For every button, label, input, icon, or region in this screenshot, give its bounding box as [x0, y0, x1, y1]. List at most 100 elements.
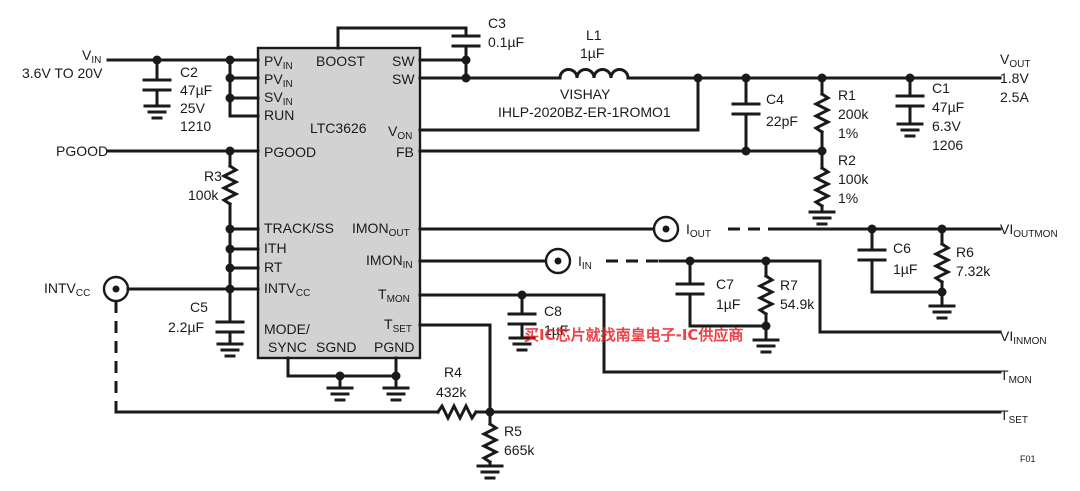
pin-sync: SYNC: [268, 339, 307, 355]
c1-package: 1206: [932, 137, 963, 153]
pin-track-ss: TRACK/SS: [264, 220, 334, 236]
pin-imon-out: IMONOUT: [352, 220, 410, 239]
vioutmon-label: VIOUTMON: [1000, 221, 1058, 240]
r2-ref: R2: [838, 152, 856, 168]
r3-value: 100k: [188, 187, 219, 203]
r3-ref: R3: [204, 168, 222, 184]
pin-von: VON: [388, 123, 412, 142]
resistor-r6: [932, 224, 952, 308]
c7-ref: C7: [716, 276, 734, 292]
tmon-label: TMON: [1000, 367, 1032, 386]
c2-voltage: 25V: [180, 100, 206, 116]
r5-ref: R5: [504, 423, 522, 439]
resistor-r1: [812, 73, 832, 170]
pin-mode: MODE/: [264, 321, 310, 337]
resistor-r7: [756, 256, 776, 342]
l1-value: 1µF: [580, 45, 604, 61]
c2-ref: C2: [180, 64, 198, 80]
ground-c8: [508, 336, 536, 352]
ground-c2: [143, 104, 171, 120]
r4-ref: R4: [444, 364, 462, 380]
tset-net: [418, 323, 1002, 417]
pin-pvin-2: PVIN: [264, 71, 293, 90]
capacitor-c8: [507, 290, 537, 340]
pin-tmon: TMON: [378, 286, 410, 305]
ground-c5: [216, 342, 244, 358]
r1-value: 200k: [838, 106, 869, 122]
c8-ref: C8: [544, 303, 562, 319]
c2-package: 1210: [180, 118, 211, 134]
pin-sgnd: SGND: [316, 339, 356, 355]
pin-rt: RT: [264, 259, 283, 275]
capacitor-c7: [675, 256, 768, 328]
r2-value: 100k: [838, 171, 869, 187]
ground-pgnd: [382, 386, 410, 402]
c4-value: 22pF: [766, 113, 798, 129]
intvcc-label: INTVCC: [44, 280, 90, 299]
ground-c1: [896, 122, 924, 138]
ltc3626-chip: [256, 46, 422, 360]
l1-part: IHLP-2020BZ-ER-1ROMO1: [498, 104, 671, 120]
capacitor-c2: [142, 58, 172, 108]
vin-label: VIN: [82, 47, 101, 66]
pin-fb: FB: [396, 144, 414, 160]
c4-ref: C4: [766, 91, 784, 107]
r4-value: 432k: [436, 384, 467, 400]
ground-r5: [476, 464, 504, 480]
figure-code: F01: [1020, 454, 1036, 464]
r2-tolerance: 1%: [838, 190, 858, 206]
c2-value: 47µF: [180, 82, 212, 98]
vout-label: VOUT: [1000, 51, 1030, 70]
tmon-net: [418, 293, 1002, 374]
vout-voltage: 1.8V: [1000, 70, 1029, 86]
resistor-r5: [480, 410, 500, 468]
ground-r7: [752, 338, 780, 354]
watermark: 买IC芯片就找南皇电子-IC供应商: [524, 326, 743, 344]
r1-tolerance: 1%: [838, 125, 858, 141]
tset-label: TSET: [1000, 407, 1028, 426]
pin-sw-2: SW: [392, 71, 415, 87]
capacitor-c6: [857, 224, 944, 294]
c5-ref: C5: [190, 299, 208, 315]
vin-range: 3.6V TO 20V: [22, 65, 103, 81]
c1-ref: C1: [932, 80, 950, 96]
iin-meter: [544, 247, 572, 275]
ground-r6: [928, 304, 956, 320]
vin-net: [106, 55, 260, 118]
chip-name: LTC3626: [310, 120, 367, 136]
capacitor-c5: [215, 287, 245, 346]
von-net: [418, 73, 703, 132]
pin-svin: SVIN: [264, 89, 293, 108]
c5-value: 2.2µF: [168, 319, 204, 335]
pin-ith: ITH: [264, 240, 287, 256]
capacitor-c4: [731, 73, 761, 156]
r7-ref: R7: [780, 277, 798, 293]
c6-value: 1µF: [893, 261, 917, 277]
pin-intvcc: INTVCC: [264, 280, 310, 299]
c1-value: 47µF: [932, 99, 964, 115]
r7-value: 54.9k: [780, 296, 815, 312]
viinmon-label: VIINMON: [1000, 328, 1047, 347]
pin-sw-1: SW: [392, 53, 415, 69]
pin-pgood: PGOOD: [264, 144, 316, 160]
l1-maker: VISHAY: [560, 86, 611, 102]
vout-current: 2.5A: [1000, 89, 1029, 105]
pgood-label: PGOOD: [56, 143, 108, 159]
r1-ref: R1: [838, 87, 856, 103]
resistor-r2: [812, 165, 832, 214]
r6-value: 7.32k: [956, 263, 991, 279]
c3-value: 0.1µF: [488, 34, 524, 50]
c8-value: 1µF: [544, 322, 568, 338]
intvcc-terminal: [102, 275, 130, 303]
ground-sgnd: [326, 386, 354, 402]
iout-meter: [652, 215, 680, 243]
resistor-r4: [435, 402, 492, 422]
iin-label: IIN: [578, 253, 592, 272]
c3-ref: C3: [488, 15, 506, 31]
ground-r2: [808, 210, 836, 226]
r6-ref: R6: [956, 244, 974, 260]
c6-ref: C6: [893, 240, 911, 256]
pin-boost: BOOST: [316, 53, 365, 69]
pin-run: RUN: [264, 107, 294, 123]
